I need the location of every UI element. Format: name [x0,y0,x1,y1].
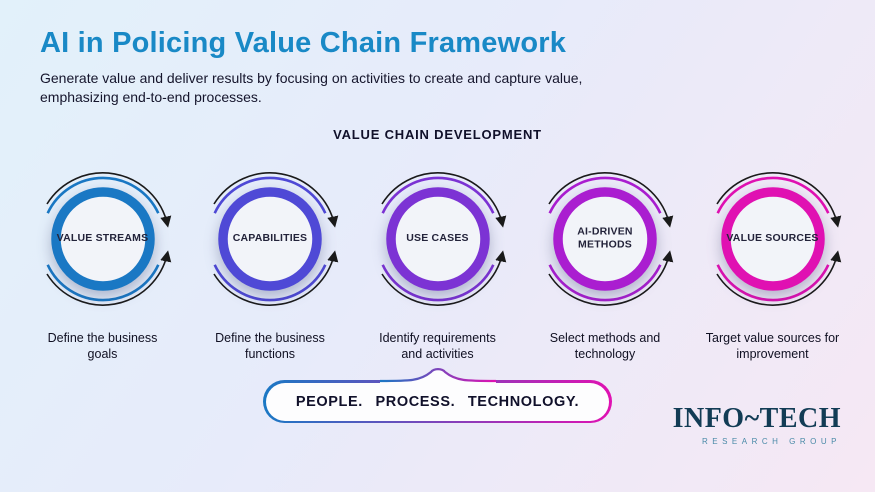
brace-icon [379,368,496,385]
stage-capabilities: CAPABILITIES Define the business functio… [193,164,347,363]
header: AI in Policing Value Chain Framework Gen… [0,0,875,107]
page-title: AI in Policing Value Chain Framework [40,27,567,59]
stage-label: AI-DRIVEN METHODS [577,224,633,251]
section-label: VALUE CHAIN DEVELOPMENT [333,126,542,142]
logo-subtext: RESEARCH GROUP [701,437,841,447]
stage-description: Define the business goals [47,330,158,361]
stage-circle-icon [548,171,674,306]
stage-label: VALUE SOURCES [726,231,819,244]
infotech-logo: INFO~TECH RESEARCH GROUP [672,403,841,447]
stage-description: Select methods and technology [549,330,661,361]
stage-ai-driven-methods: AI-DRIVEN METHODS Select methods and tec… [528,164,682,363]
stage-description: Target value sources for improvement [705,330,840,361]
stage-circle-icon [213,171,339,306]
page-subtitle: Generate value and deliver results by fo… [40,69,583,105]
stage-value-sources: VALUE SOURCES Target value sources for i… [696,164,850,363]
banner-text: PEOPLE. PROCESS. TECHNOLOGY. [265,382,610,421]
stage-label: USE CASES [406,231,469,244]
stage-circle-icon [45,171,171,306]
stage-description: Identify requirements and activities [379,330,496,361]
value-chain-stages: VALUE STREAMS Define the business goals … [26,164,850,363]
stage-circle-icon [380,171,506,306]
logo-name: INFO~TECH [672,403,841,435]
stage-circle-icon [715,171,841,306]
stage-value-streams: VALUE STREAMS Define the business goals [26,164,180,363]
people-process-technology-banner: PEOPLE. PROCESS. TECHNOLOGY. [263,368,612,424]
stage-use-cases: USE CASES Identify requirements and acti… [361,164,515,363]
footer: PEOPLE. PROCESS. TECHNOLOGY. INFO~TECH R… [0,368,875,470]
stage-description: Define the business functions [215,330,325,361]
stage-label: VALUE STREAMS [56,231,149,244]
stage-label: CAPABILITIES [232,231,308,244]
